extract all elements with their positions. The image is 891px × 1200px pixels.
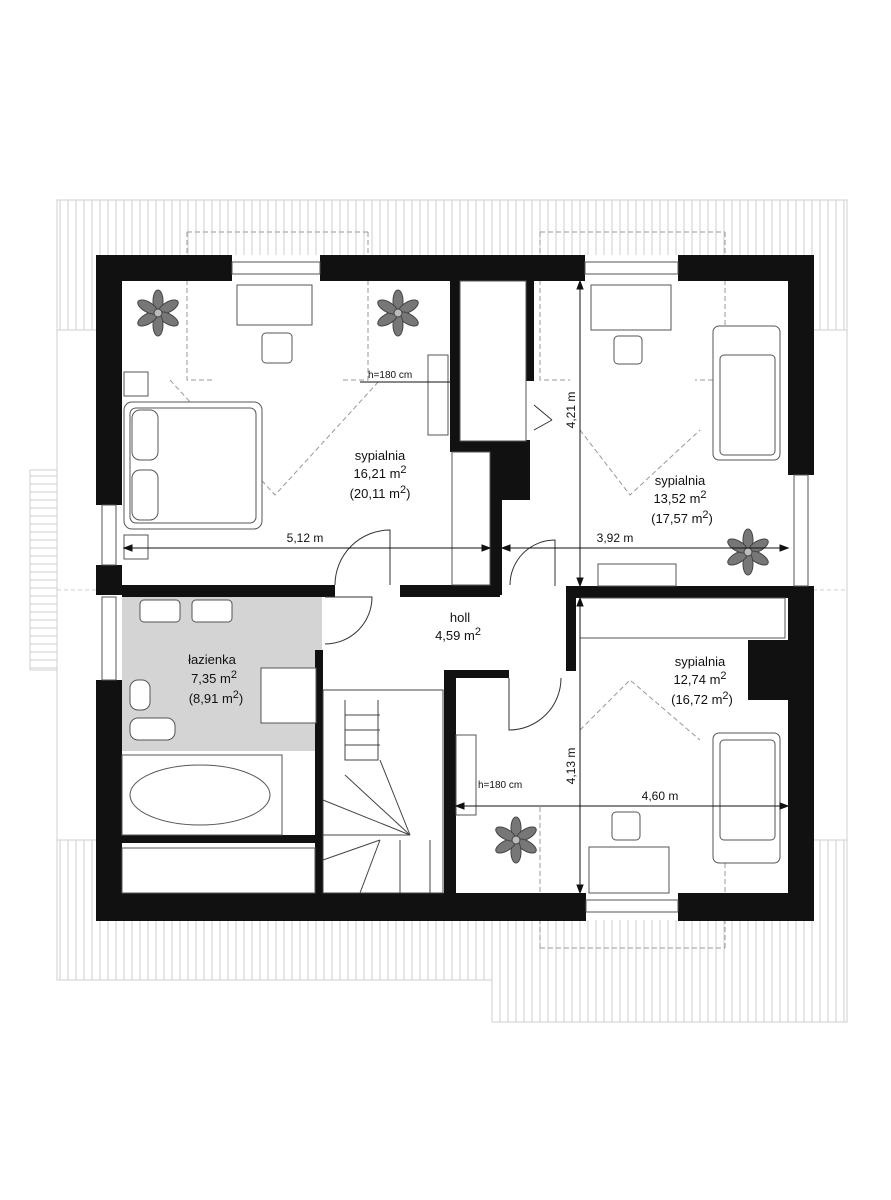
windows [101, 261, 809, 913]
wardrobe [459, 280, 527, 442]
bedroom2-area: 13,52 m2 [653, 489, 706, 506]
shower [260, 667, 317, 724]
dimension-height-right-bottom: 4,13 m [564, 748, 578, 785]
washbasin [139, 599, 181, 623]
desk-bedroom2 [590, 284, 672, 331]
desk-bedroom1 [236, 284, 313, 326]
shelf [427, 354, 449, 436]
chair-bedroom2 [613, 335, 643, 365]
bedroom2-name: sypialnia [655, 473, 706, 488]
dimension-width-right-top: 3,92 m [597, 531, 634, 545]
ceiling-height-note-top: h=180 cm [368, 370, 412, 381]
hall-name: holl [450, 610, 470, 625]
dimension-height-right-top: 4,21 m [564, 392, 578, 429]
dimension-width-left: 5,12 m [287, 531, 324, 545]
toilet [129, 679, 151, 711]
bathroom-area: 7,35 m2 [191, 669, 237, 686]
walls [96, 255, 814, 921]
washbasin [191, 599, 233, 623]
bedroom1-area: 16,21 m2 [353, 464, 406, 481]
wardrobe [579, 597, 786, 639]
dimension-lines [122, 279, 790, 895]
bedroom1-name: sypialnia [355, 448, 406, 463]
bedroom3-area: 12,74 m2 [673, 670, 726, 687]
chair-bedroom1 [261, 332, 293, 364]
bedroom2-area-total: (17,57 m2) [651, 509, 713, 526]
desk-bedroom3 [588, 846, 670, 894]
storage [121, 847, 316, 894]
ceiling-height-note-bottom: h=180 cm [478, 780, 522, 791]
chair-bedroom3 [611, 811, 641, 841]
bathroom-area-total: (8,91 m2) [189, 689, 244, 706]
staircase [322, 689, 444, 894]
doors [324, 404, 562, 731]
dimension-width-right-bottom: 4,60 m [642, 789, 679, 803]
furniture [121, 280, 786, 894]
hall-area: 4,59 m2 [435, 626, 481, 643]
bidet [129, 717, 176, 741]
dresser [597, 563, 677, 587]
shelf [455, 734, 477, 816]
bedroom3-name: sypialnia [675, 654, 726, 669]
bathroom-name: łazienka [188, 652, 236, 667]
nightstand [123, 371, 149, 397]
bedroom3-area-total: (16,72 m2) [671, 690, 733, 707]
bedroom1-area-total: (20,11 m2) [350, 484, 411, 501]
wardrobe [451, 451, 491, 586]
